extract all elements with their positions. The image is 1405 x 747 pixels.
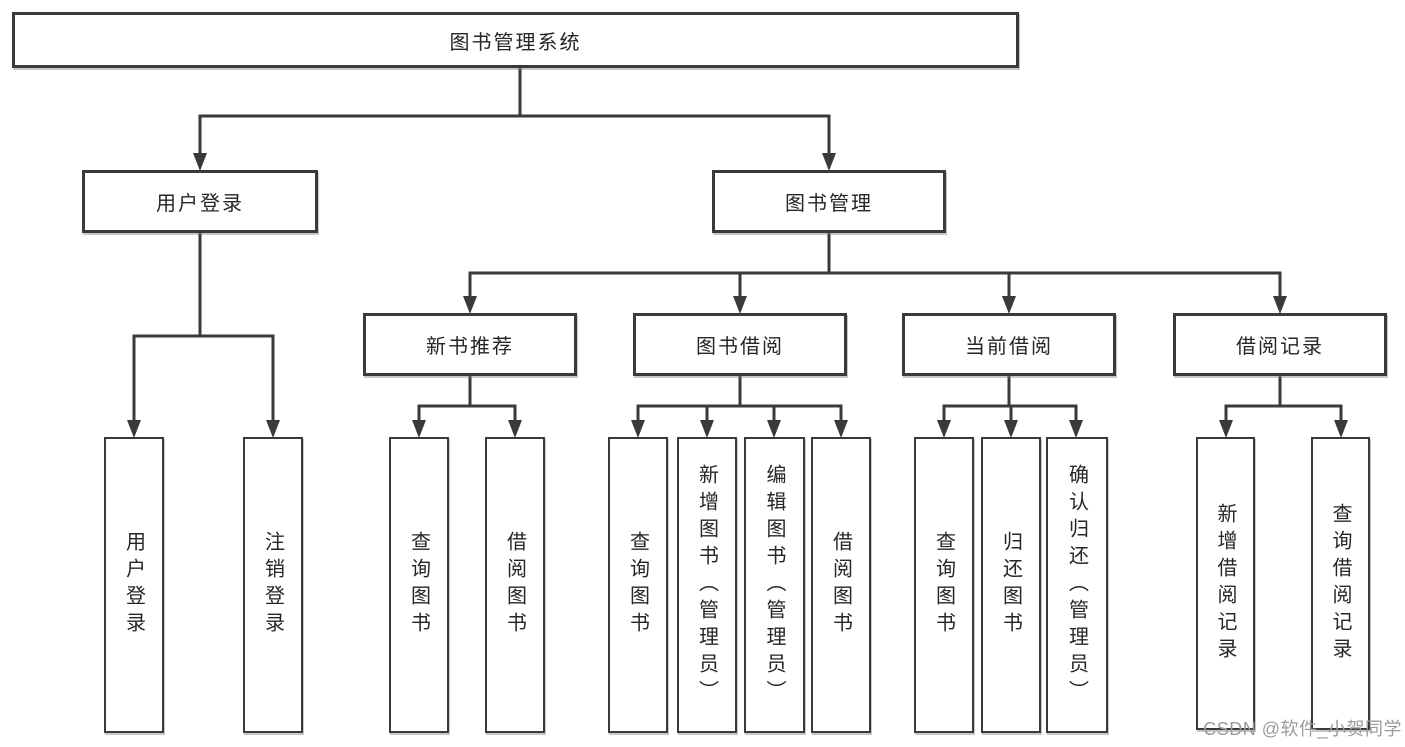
node-book-management: 图书管理 <box>712 170 946 233</box>
leaf-add-borrow-record: 新增借阅记录 <box>1196 437 1255 730</box>
node-borrowing-records: 借阅记录 <box>1173 313 1387 376</box>
leaf-confirm-return-admin: 确认归还（管理员） <box>1046 437 1108 733</box>
node-library-management-system: 图书管理系统 <box>12 12 1019 68</box>
leaf-borrow-books: 借阅图书 <box>811 437 871 733</box>
leaf-borrow-books-recommend: 借阅图书 <box>485 437 545 733</box>
leaf-logout: 注销登录 <box>243 437 303 733</box>
leaf-edit-books-admin: 编辑图书（管理员） <box>744 437 805 733</box>
node-current-borrowing: 当前借阅 <box>902 313 1116 376</box>
leaf-return-books: 归还图书 <box>981 437 1041 733</box>
leaf-query-books-recommend: 查询图书 <box>389 437 449 733</box>
leaf-query-books-borrow: 查询图书 <box>608 437 668 733</box>
csdn-watermark: CSDN @软件_小贺同学 <box>1203 719 1402 739</box>
node-new-book-recommendation: 新书推荐 <box>363 313 577 376</box>
node-user-login: 用户登录 <box>82 170 318 233</box>
leaf-query-books-current: 查询图书 <box>914 437 974 733</box>
leaf-user-login: 用户登录 <box>104 437 164 733</box>
leaf-add-books-admin: 新增图书（管理员） <box>677 437 737 733</box>
node-book-borrowing: 图书借阅 <box>633 313 847 376</box>
leaf-query-borrow-record: 查询借阅记录 <box>1311 437 1370 730</box>
